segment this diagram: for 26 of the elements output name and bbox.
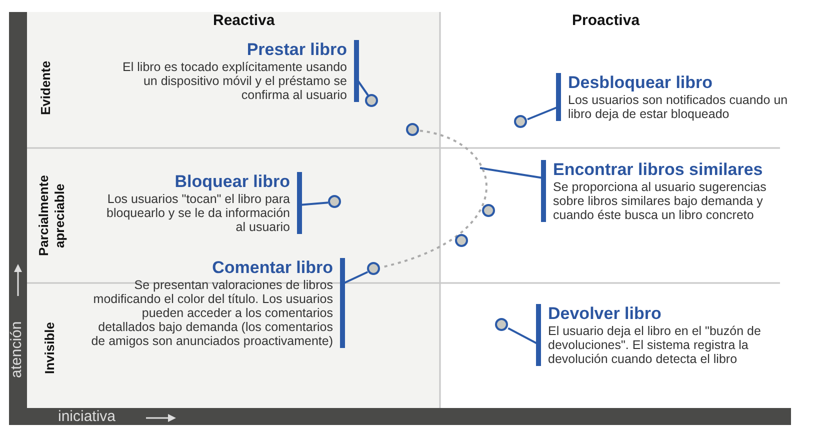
row-heading: Evidente [38, 60, 54, 118]
callout-text: Se presentan valoraciones de libros modificando el color del título. Los usuarios pueden acceder a los comentarios detallados bajo demanda (los comentarios de amigos son anunciados proactivamente) [90, 278, 333, 348]
callout-heading: Encontrar libros similares [553, 160, 764, 180]
marker-dot [495, 318, 508, 331]
callout-heading: Devolver libro [548, 304, 662, 324]
leader-line [527, 106, 558, 120]
column-heading: Proactiva [572, 12, 640, 29]
callout-heading: Desbloquear libro [568, 73, 714, 93]
callout-text: Los usuarios son notificados cuando un libro deja de estar bloqueado [568, 93, 789, 121]
axis-label: atención [9, 320, 26, 380]
column-heading: Reactiva [213, 12, 275, 29]
marker-dot [482, 204, 495, 217]
callout-heading: Prestar libro [246, 40, 347, 60]
marker-dot [455, 234, 468, 247]
row-heading: Parcialmente apreciable [36, 174, 68, 258]
axis-label: iniciativa [58, 408, 116, 425]
leader-line [508, 327, 538, 345]
callout-text: Se proporciona al usuario sugerencias sobre libros similares bajo demanda y cuando éste busca un libro concreto [553, 180, 768, 222]
callout-text: El usuario deja el libro en el "buzón de devoluciones". El sistema registra la devolución cuando detecta el libro [548, 324, 762, 366]
leader-line [480, 167, 544, 179]
callout-heading: Bloquear libro [174, 172, 290, 192]
callout-text: Los usuarios "tocan" el libro para bloquearlo y se le da información al usuario [106, 192, 290, 234]
row-heading: Invisible [42, 320, 58, 376]
callout-text: El libro es tocado explícitamente usando un dispositivo móvil y el préstamo se confirma al usuario [122, 60, 347, 102]
marker-dot [514, 115, 527, 128]
callout-heading: Comentar libro [211, 258, 333, 278]
